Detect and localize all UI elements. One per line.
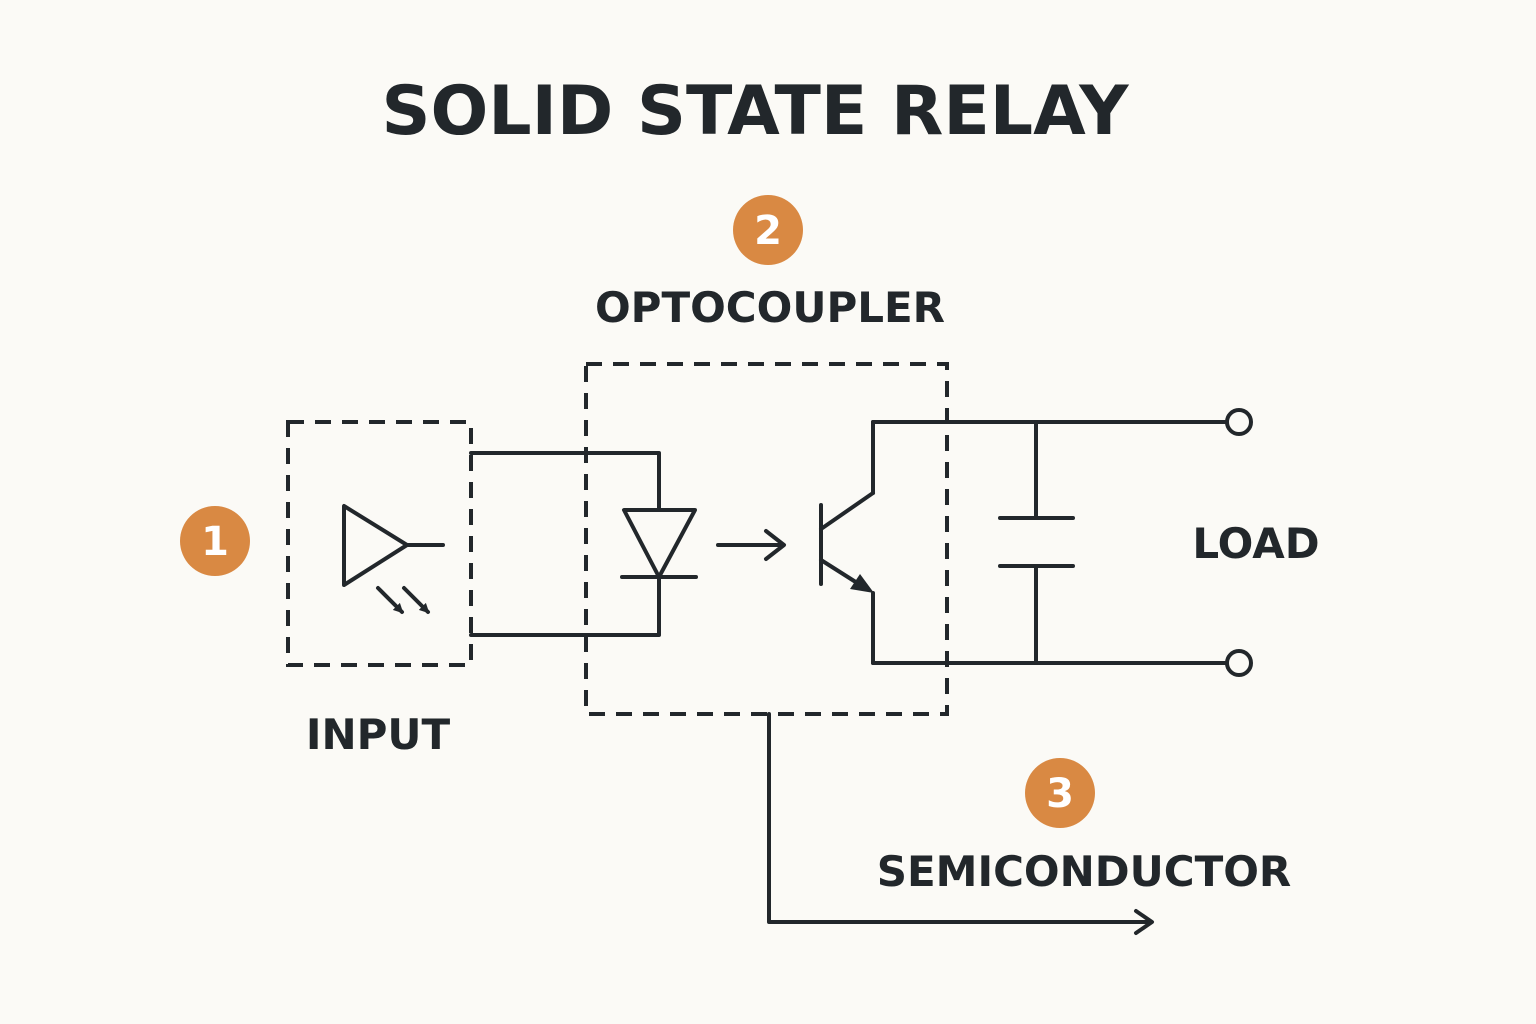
coupling-arrow-icon <box>716 529 786 561</box>
input-amplifier-icon <box>342 504 445 587</box>
output-wires <box>871 420 1228 665</box>
badge-3-number: 3 <box>1046 771 1074 817</box>
input-label: INPUT <box>306 710 451 759</box>
semiconductor-pointer-arrow-icon <box>767 712 1154 935</box>
load-label: LOAD <box>1192 519 1319 568</box>
led-diode-icon <box>620 508 698 579</box>
optocoupler-box <box>584 362 949 716</box>
light-emission-arrows-icon <box>376 586 430 614</box>
phototransistor-icon <box>819 420 875 665</box>
semiconductor-label: SEMICONDUCTOR <box>877 847 1292 896</box>
input-box <box>286 420 473 667</box>
capacitor-icon <box>998 420 1075 665</box>
diagram-title: SOLID STATE RELAY <box>382 72 1130 151</box>
badge-2-number: 2 <box>754 208 782 254</box>
input-wires <box>469 451 661 637</box>
load-terminal-bottom <box>1225 649 1253 677</box>
badge-1-number: 1 <box>201 519 229 565</box>
badge-2: 2 <box>733 195 803 265</box>
badge-1: 1 <box>180 506 250 576</box>
optocoupler-label: OPTOCOUPLER <box>595 283 945 332</box>
badge-3: 3 <box>1025 758 1095 828</box>
load-terminal-top <box>1225 408 1253 436</box>
